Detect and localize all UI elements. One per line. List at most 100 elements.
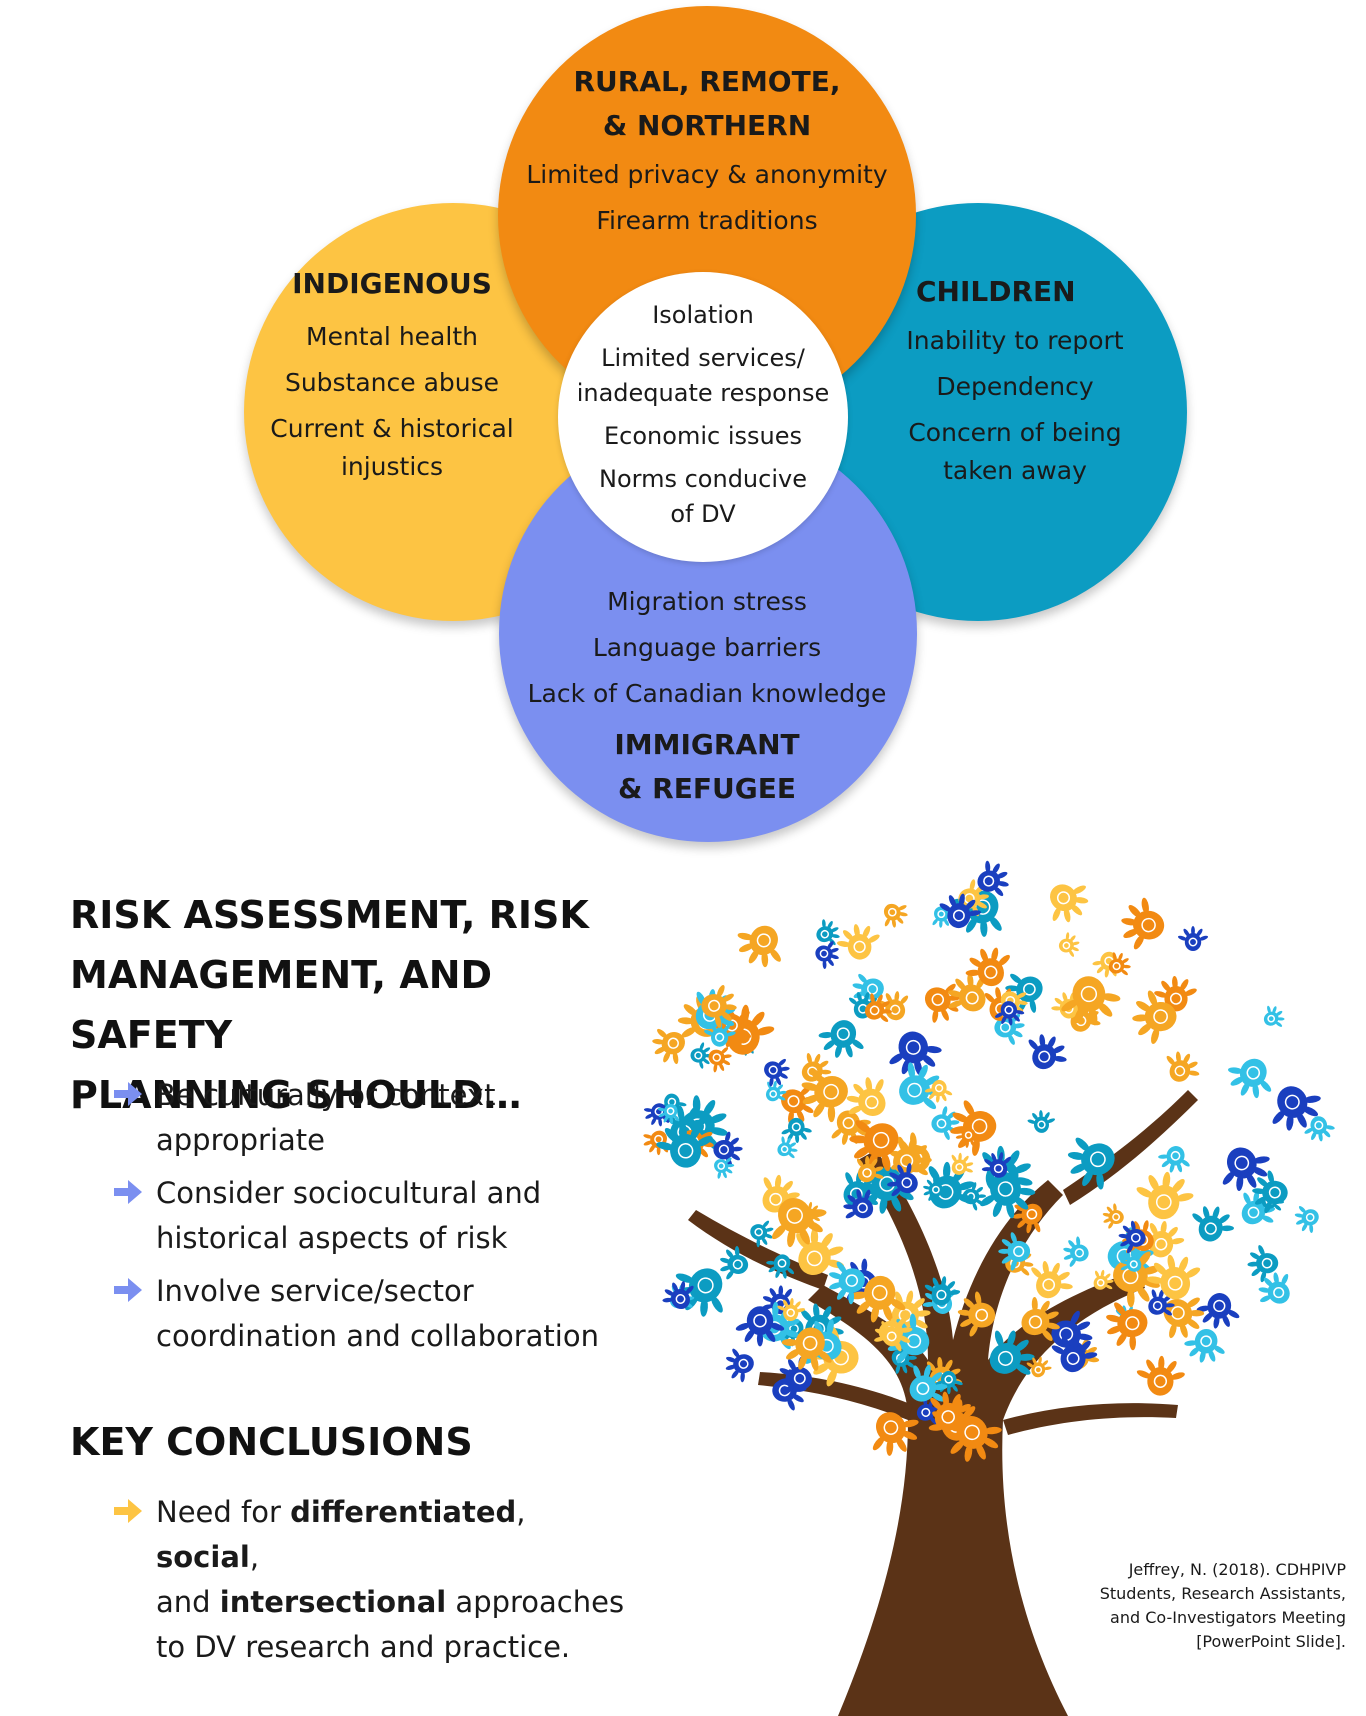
hand-print-icon	[771, 1197, 827, 1248]
hand-print-icon	[777, 1297, 806, 1321]
emphasis-intersectional: intersectional	[219, 1585, 447, 1619]
citation: Jeffrey, N. (2018). CDHPIVP Students, Re…	[1086, 1558, 1346, 1654]
hand-print-icon	[1108, 952, 1131, 976]
hand-print-icon	[829, 1261, 865, 1305]
hand-print-icon	[1294, 1206, 1319, 1233]
shared-item: inadequate response	[576, 379, 830, 407]
indigenous-item: injustics	[340, 452, 444, 481]
hand-print-icon	[1063, 1236, 1089, 1267]
hand-print-icon	[1093, 1269, 1114, 1290]
arrow-right-icon	[114, 1278, 142, 1302]
hand-print-icon	[930, 1391, 974, 1431]
hand-print-icon	[909, 1364, 948, 1402]
hand-print-icon	[856, 1155, 884, 1183]
hand-print-icon	[924, 1079, 953, 1103]
emphasis-social: social	[156, 1540, 250, 1574]
hand-print-icon	[1136, 1171, 1194, 1220]
hand-print-icon	[818, 1020, 864, 1058]
hand-print-icon	[652, 1028, 685, 1065]
hand-print-canopy	[643, 860, 1335, 1462]
citation-line: Students, Research Assistants,	[1099, 1584, 1346, 1603]
bullet-line: Be culturally or context	[156, 1078, 496, 1112]
emphasis-differentiated: differentiated	[290, 1495, 517, 1529]
citation-line: Jeffrey, N. (2018). CDHPIVP	[1128, 1560, 1346, 1579]
children-item: Inability to report	[906, 326, 1124, 355]
hand-print-icon	[714, 1157, 735, 1179]
arrow-right-icon	[114, 1082, 142, 1106]
hand-print-icon	[1121, 897, 1165, 950]
hand-print-icon	[1241, 1190, 1276, 1225]
children-text: CHILDREN Inability to report Dependency …	[880, 270, 1150, 490]
hand-print-icon	[947, 973, 986, 1012]
shared-item: Limited services/	[601, 344, 805, 372]
indigenous-item: Current & historical	[270, 414, 514, 443]
hand-print-icon	[1102, 1203, 1124, 1229]
immigrant-item: Language barriers	[592, 633, 822, 662]
hand-print-icon	[1026, 1356, 1052, 1378]
hand-print-icon	[955, 1128, 976, 1148]
text-run: approaches	[446, 1585, 625, 1619]
hand-print-icon	[883, 903, 908, 928]
hand-print-icon	[872, 1412, 919, 1456]
hand-print-icon	[924, 983, 962, 1023]
hand-print-icon	[951, 1152, 974, 1175]
hand-print-icon	[939, 893, 981, 929]
children-item: Concern of being	[908, 418, 1122, 447]
indigenous-text: INDIGENOUS Mental health Substance abuse…	[262, 262, 522, 486]
list-item: Need for differentiated, social, and int…	[112, 1490, 632, 1670]
text-run: ,	[516, 1495, 526, 1529]
shared-item: of DV	[670, 500, 736, 528]
bullet-line: historical aspects of risk	[156, 1221, 508, 1255]
hand-print-icon	[1136, 1355, 1185, 1396]
hand-print-icon	[887, 1163, 918, 1197]
hand-print-icon	[1061, 976, 1121, 1026]
citation-line: and Co-Investigators Meeting	[1110, 1608, 1346, 1627]
hand-print-icon	[1252, 1170, 1288, 1214]
text-run: Need for	[156, 1495, 291, 1529]
hands-tree-illustration	[643, 860, 1335, 1716]
hand-print-icon	[1228, 1058, 1272, 1099]
hand-print-icon	[950, 1100, 997, 1156]
hand-print-icon	[796, 1227, 844, 1276]
hand-print-icon	[980, 1172, 1036, 1219]
hand-print-icon	[1196, 1293, 1240, 1329]
risk-heading: RISK ASSESSMENT, RISK MANAGEMENT, AND SA…	[70, 885, 630, 1125]
hand-print-icon	[708, 1047, 732, 1073]
hand-print-icon	[1021, 1296, 1060, 1341]
hand-print-icon	[1166, 1051, 1200, 1082]
hand-print-icon	[1058, 932, 1080, 957]
venn-diagram: RURAL, REMOTE, & NORTHERN Limited privac…	[244, 6, 1187, 842]
hand-print-icon	[1132, 990, 1177, 1044]
hand-print-icon	[1163, 1297, 1205, 1339]
hand-print-icon	[801, 1068, 848, 1123]
hand-print-icon	[849, 1275, 906, 1323]
hand-print-icon	[977, 860, 1009, 897]
bullet-line: Involve service/sector	[156, 1274, 474, 1308]
hand-print-icon	[701, 985, 737, 1028]
citation-line: [PowerPoint Slide].	[1196, 1632, 1346, 1651]
risk-heading-line: PLANNING SHOULD…	[70, 1073, 522, 1117]
shared-factors-text: Isolation Limited services/ inadequate r…	[570, 298, 836, 532]
text-run: ,	[249, 1540, 260, 1574]
hand-print-icon	[764, 1058, 790, 1087]
hand-print-icon	[656, 1120, 713, 1168]
immigrant-item: Lack of Canadian knowledge	[527, 679, 887, 708]
hand-print-icon	[781, 1117, 812, 1144]
hand-print-icon	[923, 1176, 944, 1201]
hand-print-icon	[1027, 1110, 1056, 1133]
hand-print-icon	[781, 1327, 832, 1371]
indigenous-item: Substance abuse	[284, 368, 500, 397]
children-title: CHILDREN	[916, 275, 1076, 308]
shared-item: Economic issues	[604, 422, 802, 450]
text-run: and	[156, 1585, 220, 1619]
hand-print-icon	[1031, 1260, 1073, 1299]
children-item: taken away	[943, 456, 1087, 485]
bullet-line: and intersectional approaches	[156, 1580, 632, 1625]
hand-print-icon	[1120, 1250, 1142, 1272]
hand-print-icon	[849, 1120, 899, 1172]
hand-print-icon	[1258, 1272, 1290, 1304]
hand-print-icon	[1146, 1254, 1201, 1300]
hand-print-icon	[1050, 884, 1089, 923]
hand-print-icon	[1067, 1137, 1115, 1190]
rural-title-line-2: & NORTHERN	[602, 109, 812, 142]
